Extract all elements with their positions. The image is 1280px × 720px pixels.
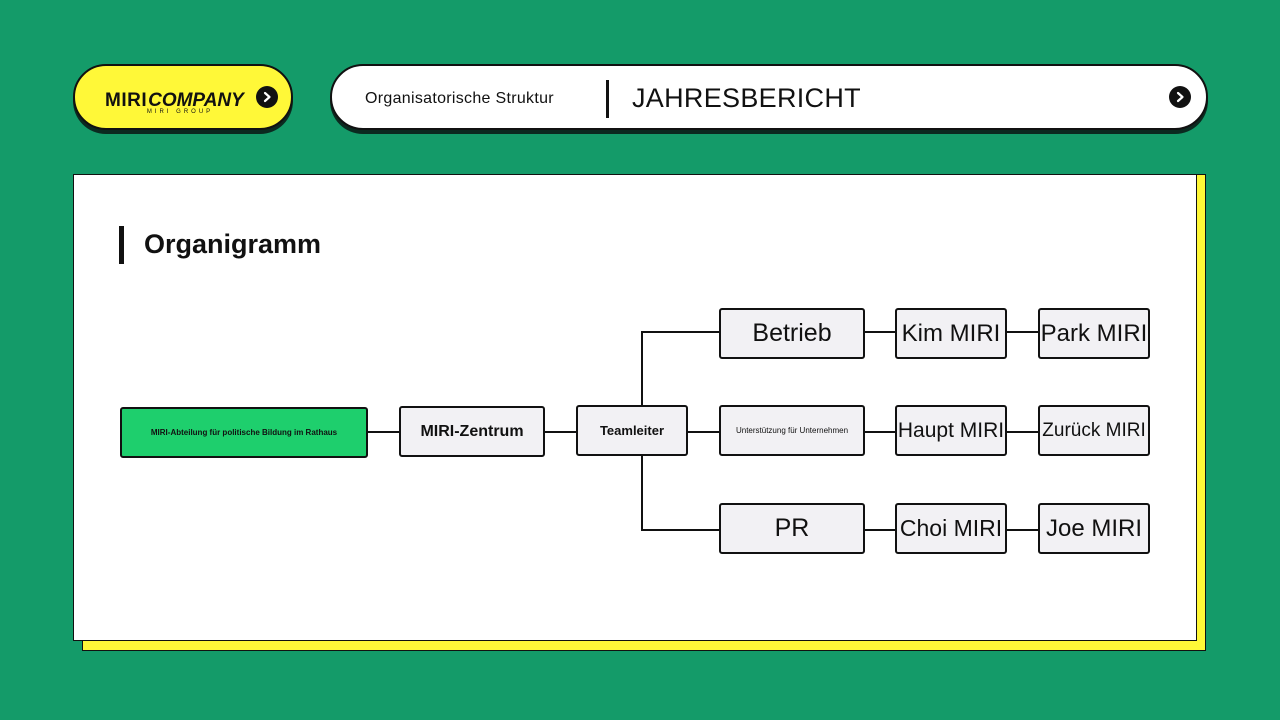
org-node-root: MIRI-Abteilung für politische Bildung im… [120, 407, 368, 458]
org-node-member: Zurück MIRI [1038, 405, 1150, 456]
connector-dept-1 [641, 331, 720, 333]
logo-brand-name: COMPANY [148, 90, 244, 111]
heading-accent-bar [119, 226, 124, 264]
arrow-right-circle-icon[interactable] [256, 86, 278, 108]
logo-pill-face: MIRI COMPANY MIRI GROUP [73, 64, 293, 130]
connector-dept-1-member-1 [864, 331, 896, 333]
title-divider [606, 80, 609, 118]
arrow-right-circle-icon[interactable] [1169, 86, 1191, 108]
page-title: Organigramm [144, 229, 322, 259]
report-title: JAHRESBERICHT [632, 83, 861, 113]
org-node-member: Park MIRI [1038, 308, 1150, 359]
org-node-department: Betrieb [719, 308, 865, 359]
title-pill-face: Organisatorische Struktur JAHRESBERICHT [330, 64, 1208, 130]
org-node-department: Unterstützung für Unternehmen [719, 405, 865, 456]
logo-brand-mark: MIRI [105, 90, 148, 111]
org-node-member: Haupt MIRI [895, 405, 1007, 456]
org-node-center: MIRI-Zentrum [399, 406, 545, 457]
org-node-member: Joe MIRI [1038, 503, 1150, 554]
connector-lead-down [641, 455, 643, 531]
org-node-department: PR [719, 503, 865, 554]
connector-center-lead [544, 431, 577, 433]
org-node-lead: Teamleiter [576, 405, 688, 456]
connector-root-center [367, 431, 400, 433]
connector-dept-3-member-2 [1006, 529, 1039, 531]
connector-dept-2 [687, 431, 720, 433]
org-node-member: Kim MIRI [895, 308, 1007, 359]
connector-dept-3 [641, 529, 720, 531]
connector-dept-2-member-1 [864, 431, 896, 433]
logo-tagline: MIRI GROUP [146, 109, 214, 115]
section-label: Organisatorische Struktur [365, 90, 554, 107]
connector-dept-3-member-1 [864, 529, 896, 531]
company-logo-pill[interactable]: MIRI COMPANY MIRI GROUP [73, 64, 293, 134]
connector-lead-up [641, 331, 643, 406]
connector-dept-1-member-2 [1006, 331, 1039, 333]
company-logo: MIRI COMPANY [105, 86, 244, 112]
report-title-pill[interactable]: Organisatorische Struktur JAHRESBERICHT [330, 64, 1208, 134]
connector-dept-2-member-2 [1006, 431, 1039, 433]
org-node-member: Choi MIRI [895, 503, 1007, 554]
